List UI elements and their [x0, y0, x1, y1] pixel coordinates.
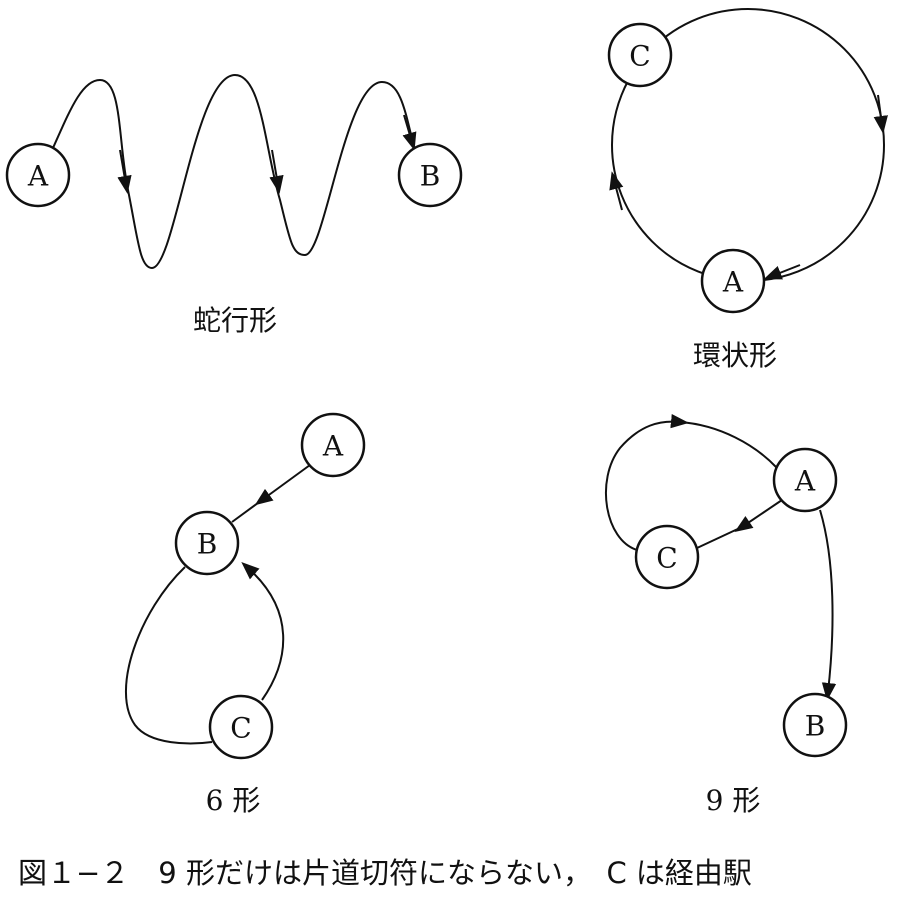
- nine-diagram: A C B 9 形: [605, 413, 848, 817]
- node-b: B: [397, 142, 463, 208]
- node-a: A: [700, 248, 766, 314]
- svg-text:B: B: [197, 528, 218, 561]
- edge-c-a-loop-end: [679, 421, 777, 468]
- node-b: B: [782, 692, 848, 758]
- node-a: A: [5, 142, 71, 208]
- ring-label: 環状形: [693, 339, 777, 372]
- node-b: B: [174, 510, 240, 576]
- arrow-icon: [269, 149, 284, 194]
- edge-c-a-loop: [605, 413, 689, 551]
- arrow-icon: [763, 264, 801, 280]
- nine-label: 9 形: [706, 784, 761, 817]
- edge-c-b: [241, 561, 285, 701]
- svg-text:C: C: [656, 542, 677, 575]
- edge-a-b-tail: [231, 499, 263, 523]
- node-c: C: [208, 694, 274, 760]
- edge-b-c: [125, 566, 213, 745]
- serpentine-path: [52, 73, 414, 270]
- serpentine-label: 蛇行形: [193, 304, 277, 337]
- edge-a-b: [819, 509, 837, 701]
- arrow-icon: [609, 171, 624, 211]
- arrow-icon: [402, 114, 417, 151]
- figure-caption: 図１−２ 9 形だけは片道切符にならない， C は経由駅: [18, 856, 752, 890]
- ring-diagram: C A 環状形: [607, 8, 888, 372]
- svg-text:B: B: [420, 160, 441, 193]
- svg-text:C: C: [230, 712, 251, 745]
- six-label: 6 形: [206, 784, 261, 817]
- edge-a-b: [254, 464, 311, 506]
- six-diagram: A B C 6 形: [125, 412, 366, 817]
- svg-text:B: B: [805, 710, 826, 743]
- arrow-icon: [873, 94, 888, 134]
- svg-text:A: A: [794, 465, 816, 498]
- svg-text:A: A: [322, 430, 344, 463]
- edge-a-c-tail: [696, 526, 743, 549]
- node-c: C: [607, 22, 673, 88]
- arrow-icon: [117, 149, 132, 194]
- svg-text:C: C: [629, 40, 650, 73]
- svg-text:A: A: [27, 160, 49, 193]
- node-c: C: [634, 524, 700, 590]
- edge-a-c: [734, 499, 783, 533]
- svg-text:A: A: [722, 266, 744, 299]
- node-a: A: [772, 447, 838, 513]
- serpentine-diagram: A B 蛇行形: [5, 73, 463, 337]
- node-a: A: [300, 412, 366, 478]
